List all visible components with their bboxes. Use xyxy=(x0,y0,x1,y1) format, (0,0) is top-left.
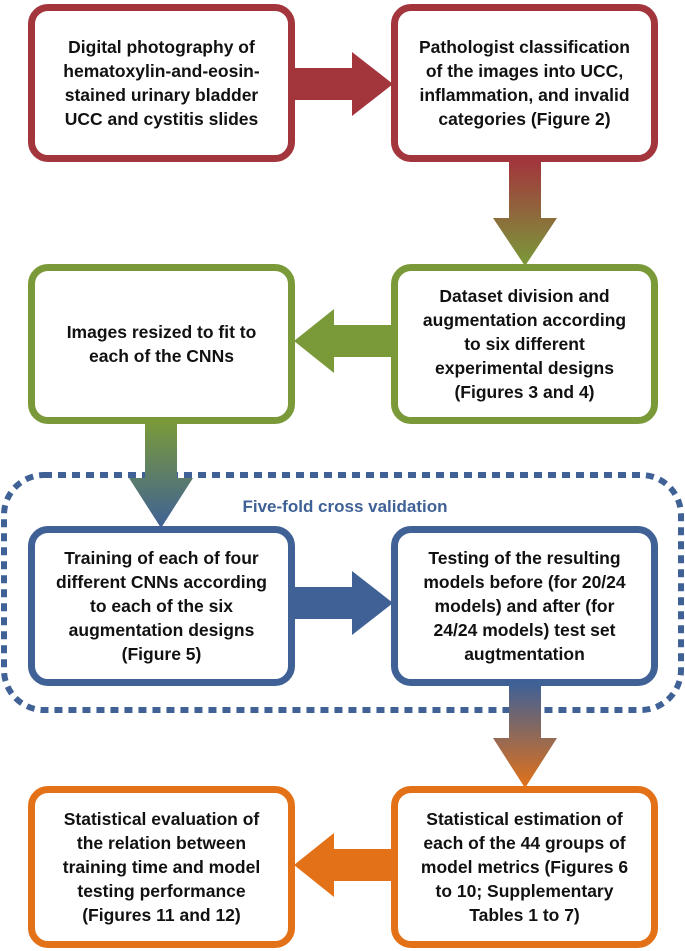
box-statistical-evaluation-text: Statistical evaluation of the relation b… xyxy=(62,809,261,925)
box-digital-photography-text: Digital photography of hematoxylin-and-e… xyxy=(63,37,260,129)
box-statistical-evaluation: Statistical evaluation of the relation b… xyxy=(28,786,295,948)
box-images-resized-text: Images resized to fit to each of the CNN… xyxy=(66,322,257,366)
box-pathologist-classification: Pathologist classification of the images… xyxy=(391,4,658,162)
box-statistical-estimation: Statistical estimation of each of the 44… xyxy=(391,786,658,948)
arrow-division-to-resize xyxy=(294,309,393,373)
box-pathologist-classification-text: Pathologist classification of the images… xyxy=(418,37,631,129)
arrow-training-to-testing xyxy=(294,571,393,635)
box-digital-photography: Digital photography of hematoxylin-and-e… xyxy=(28,4,295,162)
cross-validation-boundary xyxy=(1,472,684,713)
box-dataset-division-text: Dataset division and augmentation accord… xyxy=(422,286,627,402)
arrow-estimation-to-evaluation xyxy=(294,833,393,897)
cross-validation-label: Five-fold cross validation xyxy=(242,497,448,516)
box-dataset-division: Dataset division and augmentation accord… xyxy=(391,264,658,424)
box-statistical-estimation-text: Statistical estimation of each of the 44… xyxy=(420,809,629,925)
arrow-testing-to-estimation xyxy=(493,684,557,788)
box-training-text: Training of each of four different CNNs … xyxy=(56,548,267,664)
arrow-resize-to-training xyxy=(129,422,193,528)
arrow-classification-to-division xyxy=(493,160,557,266)
box-images-resized: Images resized to fit to each of the CNN… xyxy=(28,264,295,424)
box-testing-text: Testing of the resulting models before (… xyxy=(423,548,626,664)
arrow-photography-to-classification xyxy=(294,52,393,116)
box-testing: Testing of the resulting models before (… xyxy=(391,526,658,686)
box-training: Training of each of four different CNNs … xyxy=(28,526,295,686)
